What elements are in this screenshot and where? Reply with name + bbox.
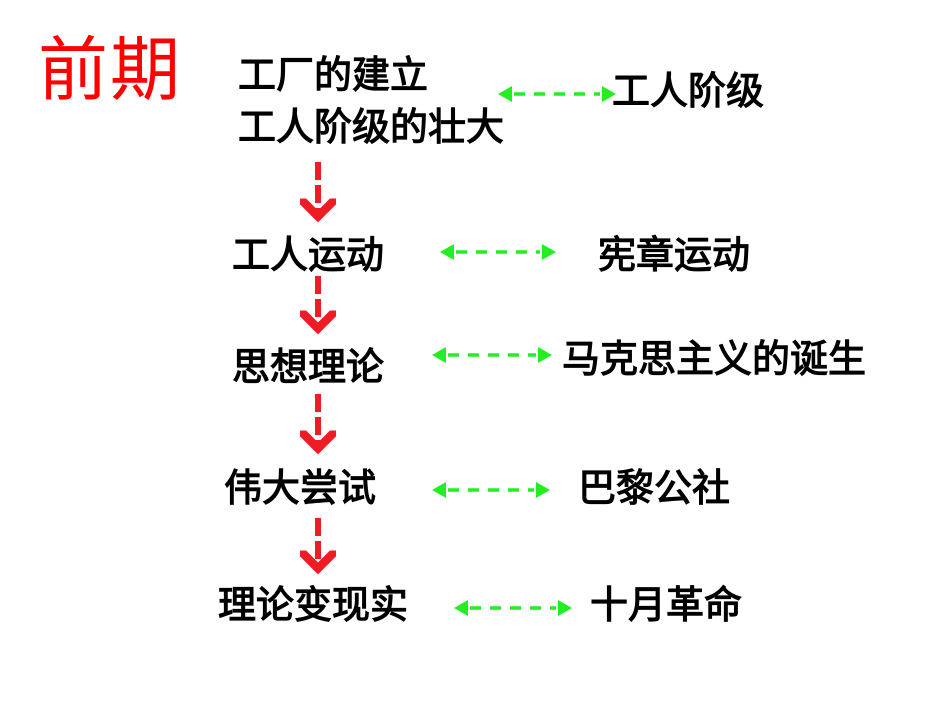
stage-2-label: 工人运动 <box>232 233 385 277</box>
page-title: 前期 <box>38 29 182 111</box>
stage-5-related: 十月革命 <box>590 583 743 627</box>
stage-1-line-1: 工厂的建立 <box>238 53 429 97</box>
link-arrow-1 <box>498 86 616 102</box>
link-arrow-4 <box>432 482 550 498</box>
link-arrow-3 <box>432 347 552 363</box>
stage-5-label: 理论变现实 <box>218 583 409 627</box>
stage-4-label: 伟大尝试 <box>224 466 377 510</box>
link-arrow-2 <box>440 244 556 260</box>
stage-4-related: 巴黎公社 <box>578 466 731 510</box>
link-arrow-5 <box>454 600 572 616</box>
stage-3-related: 马克思主义的诞生 <box>562 337 867 381</box>
stage-2-related: 宪章运动 <box>598 233 751 277</box>
stage-1-line-2: 工人阶级的壮大 <box>238 105 505 149</box>
stage-1-related: 工人阶级 <box>612 69 765 113</box>
stage-3-label: 思想理论 <box>232 345 385 389</box>
